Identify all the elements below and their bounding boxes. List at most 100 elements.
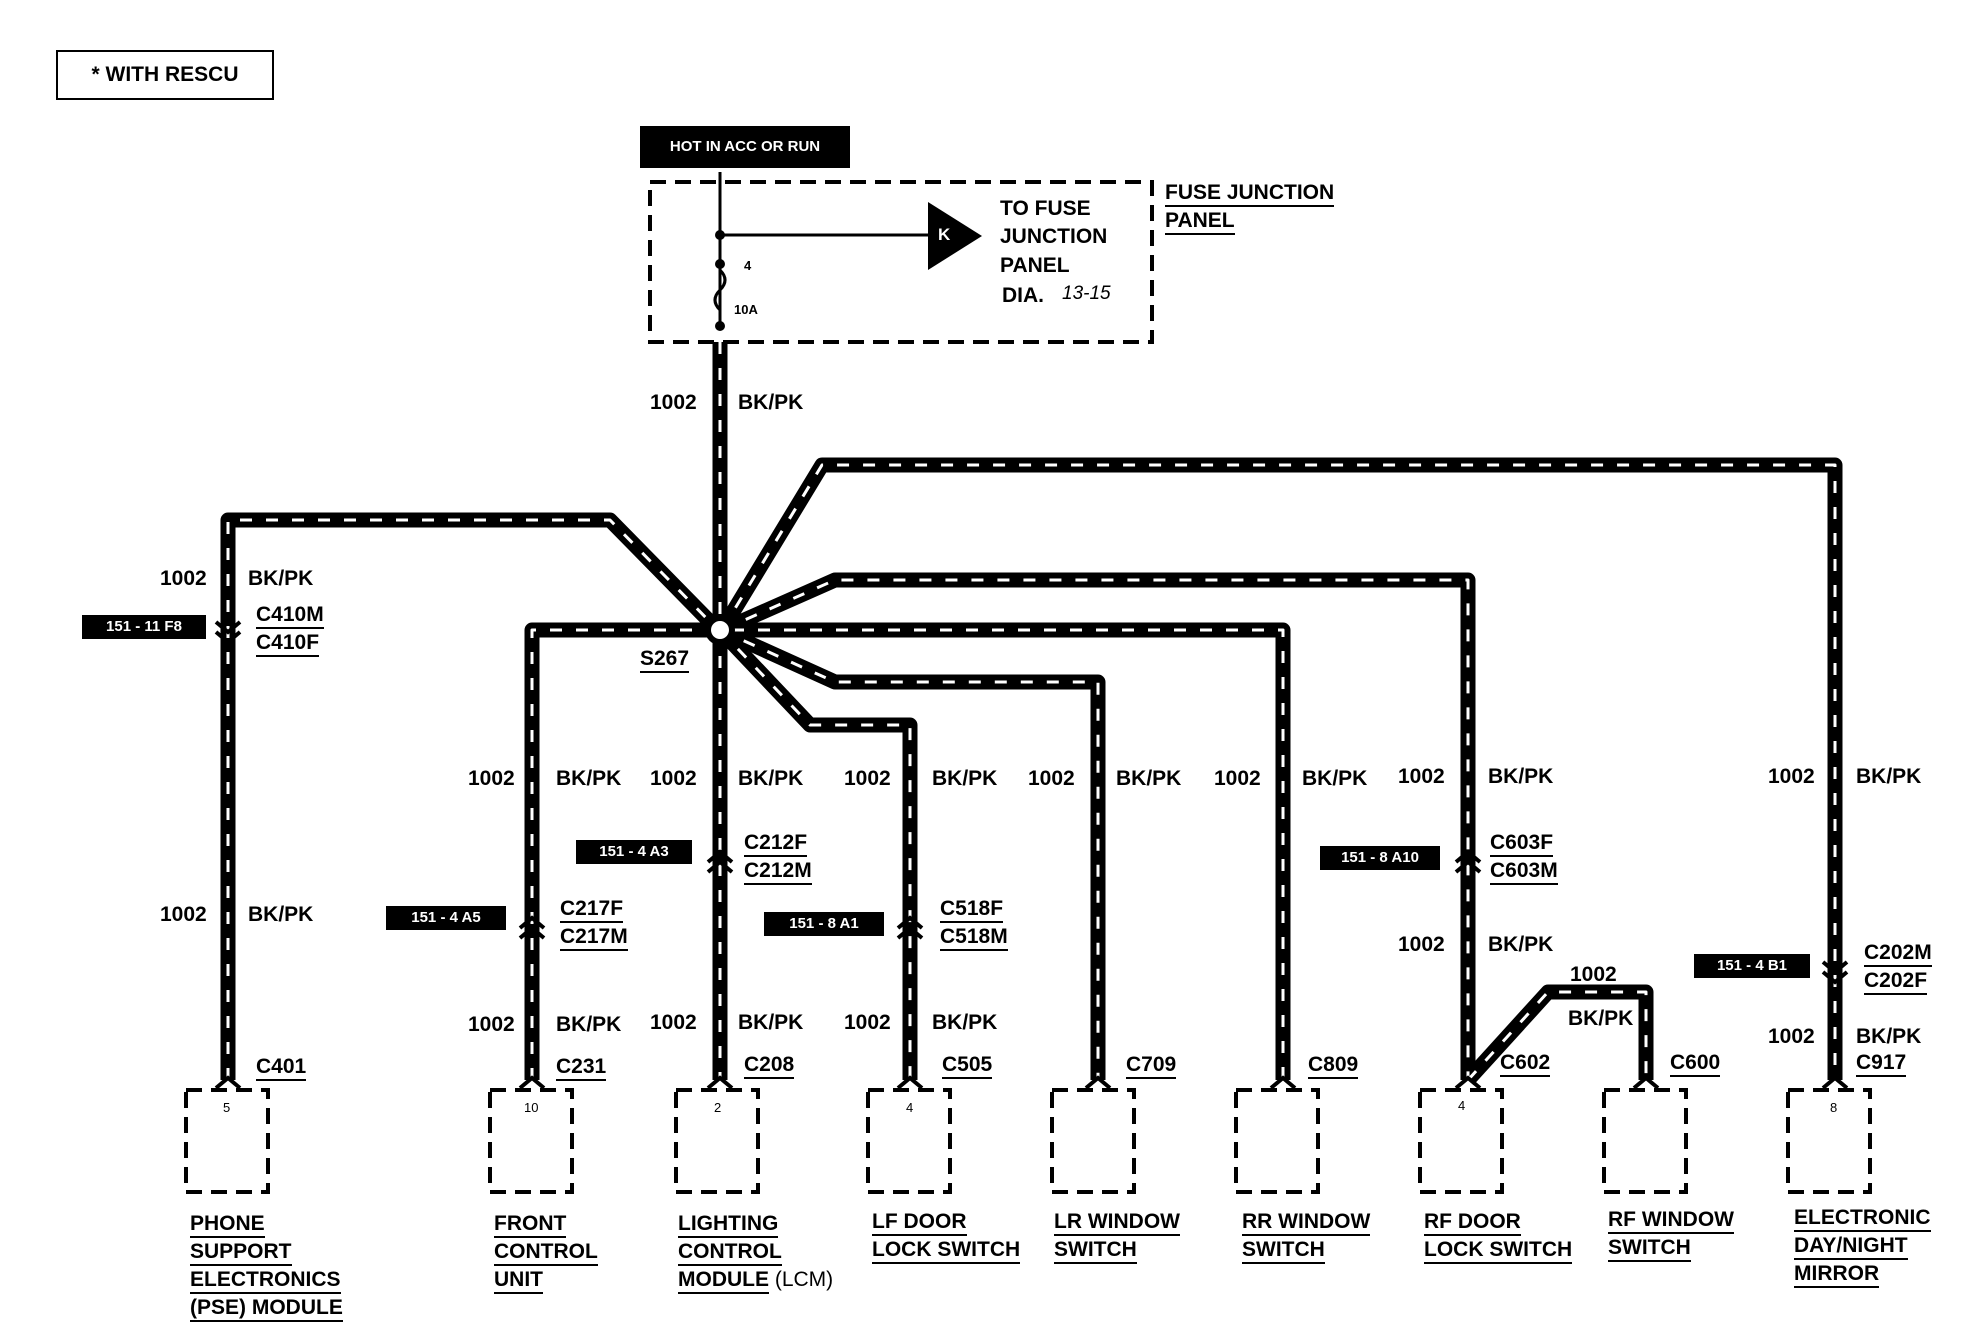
fcu-circuit-bottom: 1002 [468,1013,515,1036]
fcu-line2: CONTROL [494,1240,598,1266]
rf-pin: 4 [1458,1098,1466,1113]
c602-label: C602 [1500,1052,1551,1077]
c505-label: C505 [942,1054,993,1079]
lr-circuit-top: 1002 [1028,767,1075,790]
lcm-box [674,1088,760,1194]
fuse-node-mid [715,259,725,269]
rr-color-top: BK/PK [1302,767,1368,790]
c212f-label: C212F [744,832,808,857]
rr-line1: RR WINDOW [1242,1210,1371,1236]
pse-module-box [184,1088,270,1194]
lf-line1: LF DOOR [872,1210,967,1236]
locator-l3: 151 - 4 A3 [576,840,692,864]
rf-door-lock-switch-box [1418,1088,1504,1194]
connector-c217-chevron [518,915,546,940]
c518m-label: C518M [940,926,1008,951]
c917-label: C917 [1856,1052,1907,1077]
fcu-line1: FRONT [494,1212,567,1238]
to-fuse-dia-ref: 13-15 [1062,283,1111,304]
rf-color-top: BK/PK [1488,765,1554,788]
rf-circuit-top: 1002 [1398,765,1445,788]
component-boxes [184,1088,1872,1194]
locator-l6: 151 - 4 B1 [1694,954,1810,978]
c401-label: C401 [256,1056,307,1081]
pin-entries [214,1075,1849,1090]
lf-color-top: BK/PK [932,767,998,790]
to-fuse-dia: DIA. [1002,284,1044,307]
lr-line1: LR WINDOW [1054,1210,1180,1236]
pse-pin: 5 [223,1100,231,1115]
component-mirror-label: ELECTRONIC DAY/NIGHT MIRROR [1794,1204,1931,1288]
mirror-line3: MIRROR [1794,1262,1880,1288]
lf-color-bottom: BK/PK [932,1011,998,1034]
fuse-symbol [713,268,727,312]
lf-line2: LOCK SWITCH [872,1238,1021,1264]
component-rfw-label: RF WINDOW SWITCH [1608,1206,1734,1262]
component-lf-label: LF DOOR LOCK SWITCH [872,1208,1021,1264]
mirror-circuit-bottom: 1002 [1768,1025,1815,1048]
lcm-color-bottom: BK/PK [738,1011,804,1034]
lcm-circuit-top: 1002 [650,767,697,790]
lf-door-lock-switch-box [866,1088,952,1194]
mirror-color-bottom: BK/PK [1856,1025,1922,1048]
pse-line2: SUPPORT [190,1240,292,1266]
component-pse-label: PHONE SUPPORT ELECTRONICS (PSE) MODULE [190,1210,343,1322]
rfw-line2: SWITCH [1608,1236,1691,1262]
splice-s267 [705,615,735,645]
fuse-panel-line1: FUSE JUNCTION [1165,182,1335,207]
splice-label: S267 [640,648,690,673]
rr-circuit-top: 1002 [1214,767,1261,790]
c202m-label: C202M [1864,942,1932,967]
rfw-line1: RF WINDOW [1608,1208,1734,1234]
harness-wires [220,342,1843,1086]
pse-line3: ELECTRONICS [190,1268,341,1294]
fcu-circuit-top: 1002 [468,767,515,790]
mirror-circuit-top: 1002 [1768,765,1815,788]
lf-pin: 4 [906,1100,914,1115]
legend-box: * WITH RESCU [56,50,274,100]
lf-circuit-bottom: 1002 [844,1011,891,1034]
locator-l1: 151 - 11 F8 [82,615,206,639]
fcu-color-top: BK/PK [556,767,622,790]
c518f-label: C518F [940,898,1004,923]
connector-c603-chevron [1454,849,1482,874]
c603m-label: C603M [1490,860,1558,885]
fuse-node-bottom [715,321,725,331]
fuse-rating: 10A [734,302,758,317]
rf-line2: LOCK SWITCH [1424,1238,1573,1264]
c603f-label: C603F [1490,832,1554,857]
c217m-label: C217M [560,926,628,951]
pse-line4: (PSE) MODULE [190,1296,343,1322]
lcm-line3: MODULE [678,1268,769,1294]
mirror-color-top: BK/PK [1856,765,1922,788]
c217f-label: C217F [560,898,624,923]
component-lcm-label: LIGHTING CONTROL MODULE (LCM) [678,1210,833,1294]
connector-c202-chevron [1821,960,1849,985]
fcu-color-bottom: BK/PK [556,1013,622,1036]
rf-color-mid: BK/PK [1488,933,1554,956]
fcu-pin: 10 [524,1100,539,1115]
to-fuse-line1: TO FUSE [1000,197,1091,220]
lcm-pin: 2 [714,1100,722,1115]
lf-circuit-top: 1002 [844,767,891,790]
fuse-node-top [715,230,725,240]
mirror-line1: ELECTRONIC [1794,1206,1931,1232]
rf-window-switch-box [1602,1088,1688,1194]
c202f-label: C202F [1864,970,1928,995]
connector-k-label: K [938,225,951,244]
c809-label: C809 [1308,1054,1359,1079]
front-control-unit-box [488,1088,574,1194]
fcu-line3: UNIT [494,1268,543,1294]
to-fuse-line2: JUNCTION [1000,225,1108,248]
pse-color-mid: BK/PK [248,903,314,926]
rfw-circuit: 1002 [1570,963,1617,986]
locator-l4: 151 - 8 A1 [764,912,884,936]
c410f-label: C410F [256,632,320,657]
inline-connectors [214,620,1849,985]
rf-line1: RF DOOR [1424,1210,1521,1236]
mirror-box [1786,1088,1872,1194]
lr-window-switch-box [1050,1088,1136,1194]
hot-label: HOT IN ACC OR RUN [640,126,850,168]
component-rr-label: RR WINDOW SWITCH [1242,1208,1371,1264]
